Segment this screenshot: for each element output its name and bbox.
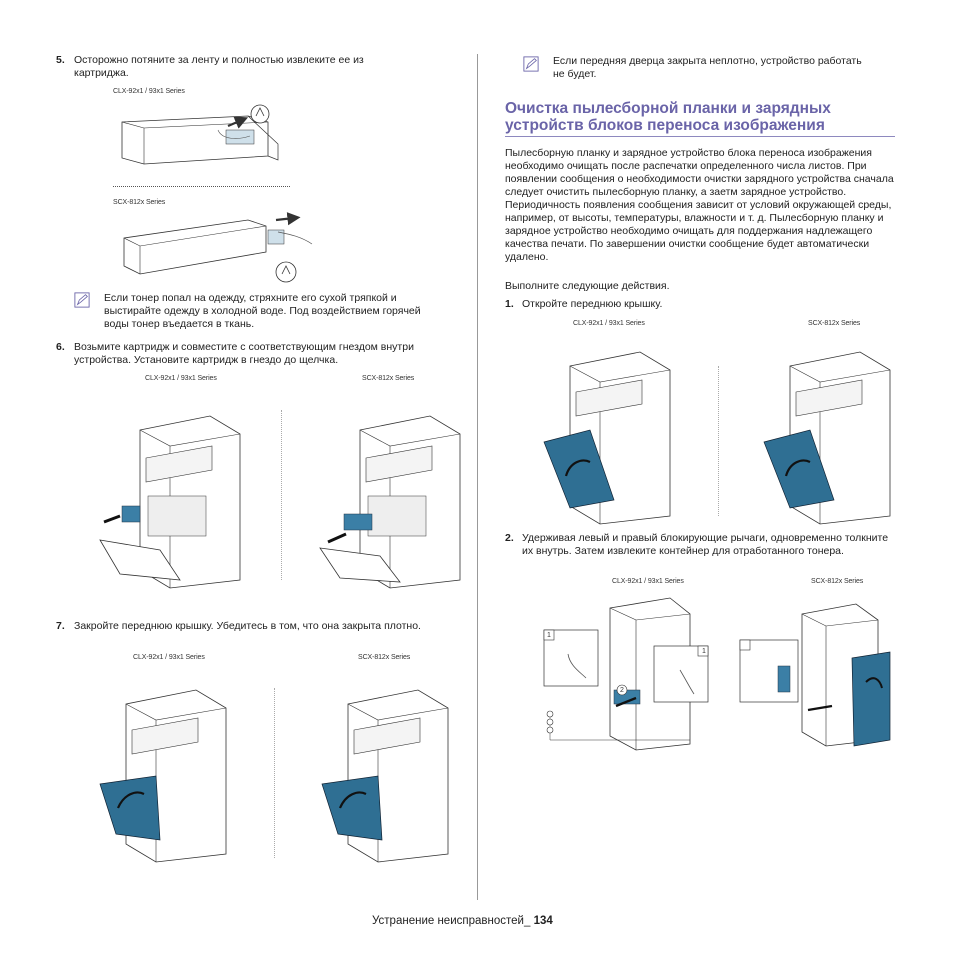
note-front-door: Если передняя дверца закрыта неплотно, у… bbox=[553, 55, 862, 80]
toner-cartridge-scx-illustration bbox=[123, 212, 313, 283]
printer-insert-toner-scx-illustration bbox=[319, 415, 461, 589]
series-label-scx: SCX-812x Series bbox=[808, 320, 861, 327]
printer-open-door-scx-illustration bbox=[763, 351, 891, 525]
series-label-clx: CLX-92x1 / 93x1 Series bbox=[145, 375, 217, 382]
heading-underline bbox=[505, 136, 895, 137]
note-icon bbox=[523, 56, 539, 72]
step-5-text: Осторожно потяните за ленту и полностью … bbox=[74, 54, 364, 79]
section-paragraph: Пылесборную планку и зарядное устройство… bbox=[505, 147, 894, 263]
toner-cartridge-clx-illustration bbox=[121, 104, 279, 165]
series-label-clx: CLX-92x1 / 93x1 Series bbox=[612, 578, 684, 585]
illustration-divider bbox=[113, 186, 290, 187]
step-5-number: 5. bbox=[56, 54, 65, 66]
note-toner-clothing: Если тонер попал на одежду, стряхните ег… bbox=[104, 292, 421, 330]
printer-open-door-clx-illustration bbox=[543, 351, 671, 525]
step-1-text: Откройте переднюю крышку. bbox=[522, 298, 663, 310]
callout-1-left: 1 bbox=[547, 632, 551, 639]
footer-section-label: Устранение неисправностей_ bbox=[372, 915, 531, 927]
step-6-number: 6. bbox=[56, 341, 65, 353]
step-6-text: Возьмите картридж и совместите с соответ… bbox=[74, 341, 414, 366]
step-1-number: 1. bbox=[505, 298, 514, 310]
illustration-divider bbox=[718, 366, 719, 516]
page-footer: Устранение неисправностей_ 134 bbox=[372, 915, 553, 927]
series-label-clx: CLX-92x1 / 93x1 Series bbox=[573, 320, 645, 327]
illustration-divider bbox=[274, 688, 275, 858]
series-label-scx: SCX-812x Series bbox=[811, 578, 864, 585]
series-label-scx: SCX-812x Series bbox=[362, 375, 415, 382]
callout-2: 2 bbox=[620, 687, 624, 694]
section-heading: Очистка пылесборной планки и зарядных ус… bbox=[505, 100, 831, 134]
intro-text: Выполните следующие действия. bbox=[505, 280, 670, 292]
printer-insert-toner-clx-illustration bbox=[99, 415, 241, 589]
page-number: 134 bbox=[533, 915, 553, 927]
step-7-number: 7. bbox=[56, 620, 65, 632]
printer-remove-waste-container-clx-illustration bbox=[543, 597, 709, 751]
series-label-scx: SCX-812x Series bbox=[358, 654, 411, 661]
note-icon bbox=[74, 292, 90, 308]
step-2-number: 2. bbox=[505, 532, 514, 544]
step-2-text: Удерживая левый и правый блокирующие рыч… bbox=[522, 532, 889, 557]
illustration-divider bbox=[281, 410, 282, 580]
series-label-clx: CLX-92x1 / 93x1 Series bbox=[113, 88, 185, 95]
column-divider bbox=[477, 54, 478, 900]
printer-close-door-scx-illustration bbox=[321, 689, 449, 863]
printer-close-door-clx-illustration bbox=[99, 689, 227, 863]
series-label-scx: SCX-812x Series bbox=[113, 199, 166, 206]
callout-1-right: 1 bbox=[702, 648, 706, 655]
step-7-text: Закройте переднюю крышку. Убедитесь в то… bbox=[74, 620, 421, 632]
printer-remove-waste-container-scx-illustration bbox=[739, 603, 891, 747]
series-label-clx: CLX-92x1 / 93x1 Series bbox=[133, 654, 205, 661]
